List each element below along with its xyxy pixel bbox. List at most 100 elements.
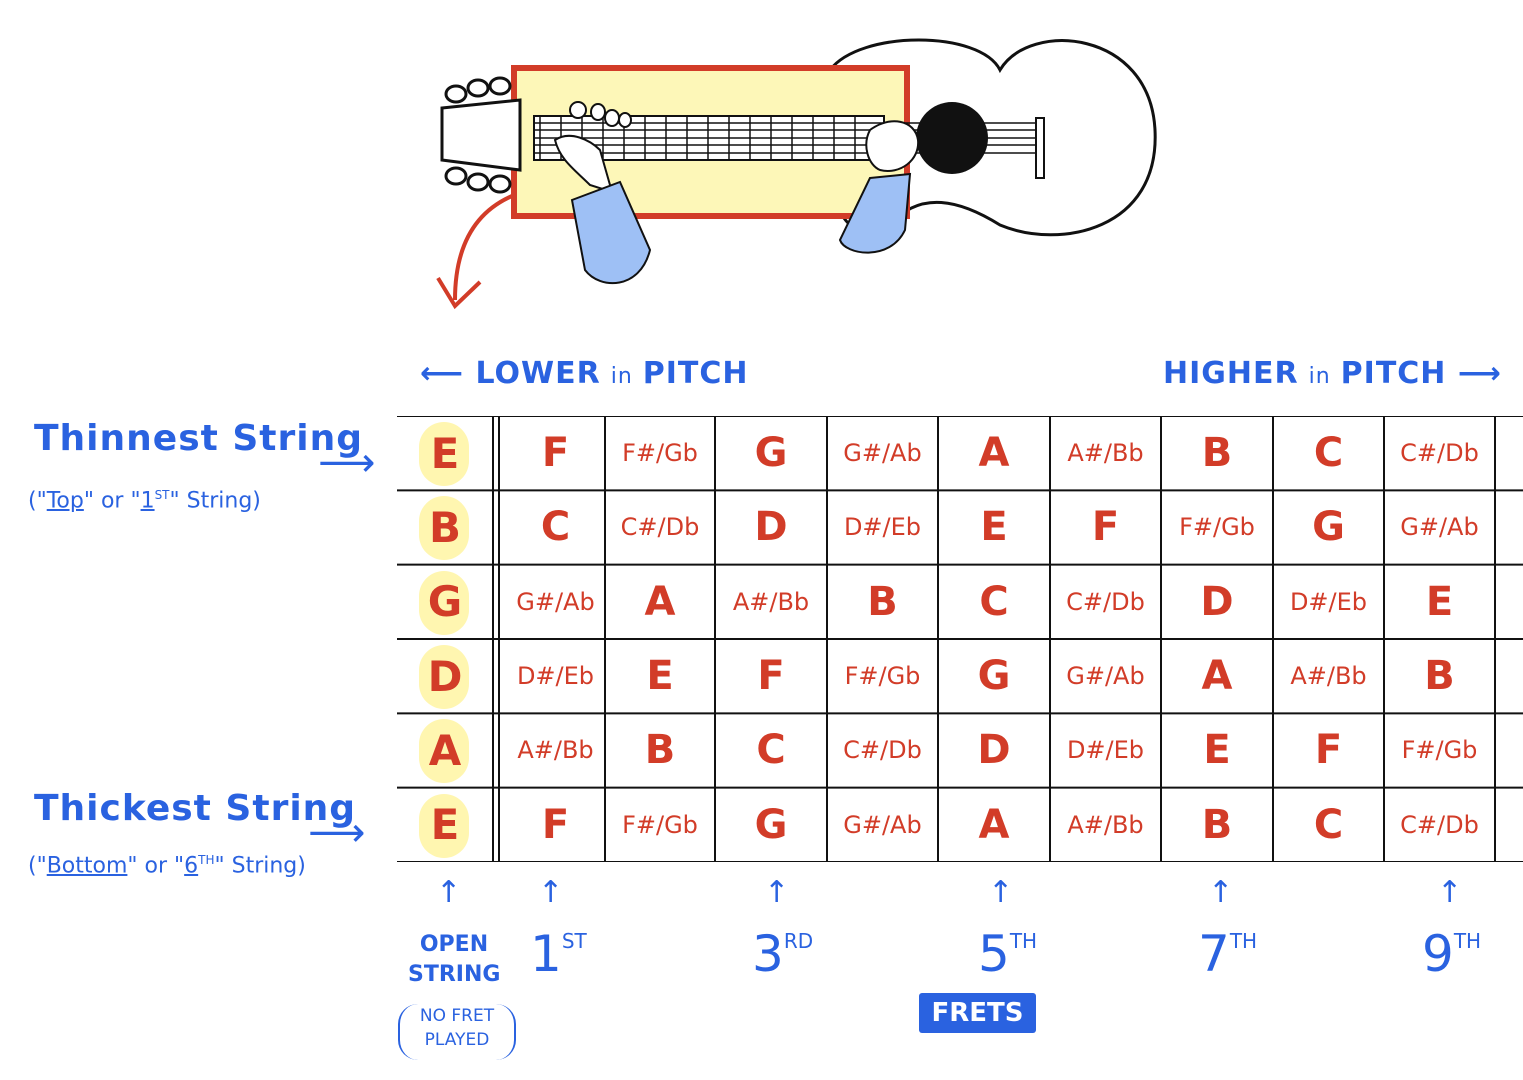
thinnest-sub-mid: " or " xyxy=(83,488,141,514)
fret-number-suffix: TH xyxy=(1009,929,1038,953)
note-cell: C#/Db xyxy=(1066,587,1145,616)
sound-hole xyxy=(916,102,988,174)
note-cell: F xyxy=(541,801,570,848)
lower-pitch-word: Pitch xyxy=(642,356,749,391)
note-cell: C xyxy=(756,727,786,774)
note-cell: A#/Bb xyxy=(1290,662,1367,691)
fret-up-arrow-icon: ↑ xyxy=(538,875,564,910)
fret-number-suffix: ST xyxy=(561,929,587,953)
fret-number-digit: 7 xyxy=(1198,925,1230,983)
open-note-highlight xyxy=(419,570,469,635)
note-cell: E xyxy=(1425,578,1454,625)
open-note: E xyxy=(430,800,460,850)
note-cell: C xyxy=(979,578,1009,625)
note-cell: C#/Db xyxy=(1400,439,1479,468)
open-string-label: Open String xyxy=(408,930,500,990)
note-cell: G#/Ab xyxy=(843,810,922,839)
fret-number-digit: 5 xyxy=(978,925,1010,983)
no-fret-line2: Played xyxy=(424,1030,490,1050)
fret-number: 9TH xyxy=(1422,925,1481,983)
note-cell: C#/Db xyxy=(620,513,700,542)
thinnest-string-label: Thinnest String xyxy=(34,418,363,459)
note-cell: F#/Gb xyxy=(1401,736,1478,765)
note-cell: F xyxy=(757,653,785,700)
thinnest-sub-sup: ST xyxy=(154,488,170,502)
note-cell: A#/Bb xyxy=(517,736,594,765)
left-arrow-icon: ⟵ xyxy=(420,356,465,391)
right-hand xyxy=(865,120,920,172)
note-cell: B xyxy=(1424,653,1455,700)
open-string-line2: String xyxy=(408,962,501,987)
open-note: A xyxy=(428,725,462,775)
note-cell: F xyxy=(1314,727,1343,774)
note-cell: E xyxy=(646,653,674,700)
note-cell: D#/Eb xyxy=(1289,587,1368,616)
fret-number-suffix: RD xyxy=(783,929,814,953)
fret-up-arrow-icon: ↑ xyxy=(1437,875,1463,910)
thinnest-sub-open: (" xyxy=(28,488,47,514)
fret-number: 3RD xyxy=(752,925,813,983)
fret-up-arrow-icon: ↑ xyxy=(764,875,790,910)
no-fret-line1: No Fret xyxy=(419,1006,495,1026)
note-cell: G#/Ab xyxy=(1066,662,1145,691)
note-cell: D#/Eb xyxy=(1066,736,1145,765)
note-cell: G xyxy=(977,653,1011,700)
lower-word: Lower xyxy=(475,356,601,391)
note-cell: C xyxy=(1313,430,1344,477)
thickest-sub-end: " String) xyxy=(214,853,306,879)
fretboard-lines xyxy=(397,416,1523,862)
note-cell: F#/Gb xyxy=(622,439,698,468)
thickest-arrow-icon: ⟶ xyxy=(308,810,366,856)
fret-number: 7TH xyxy=(1198,925,1257,983)
note-cell: A xyxy=(978,430,1010,477)
thinnest-string-sub: ("Top" or "1ST" String) xyxy=(28,488,261,513)
higher-in-word: in xyxy=(1308,364,1331,389)
higher-pitch-word: Pitch xyxy=(1340,356,1447,391)
thinnest-sub-num: 1 xyxy=(140,488,155,514)
note-cell: D#/Eb xyxy=(843,513,922,542)
note-cell: B xyxy=(867,578,898,625)
higher-pitch-header: HigherinPitch ⟶ xyxy=(1163,356,1502,391)
open-note: B xyxy=(428,502,461,552)
thinnest-sub-word: Top xyxy=(46,488,84,514)
note-cell: C#/Db xyxy=(843,736,922,765)
note-cell: D#/Eb xyxy=(516,662,595,691)
left-sleeve xyxy=(570,180,652,284)
open-note-highlight xyxy=(419,422,469,486)
note-cell: B xyxy=(644,727,676,774)
note-cell: C xyxy=(1313,801,1344,848)
note-cell: D xyxy=(754,504,788,551)
open-note: E xyxy=(430,428,460,478)
note-cell: A xyxy=(978,801,1010,848)
note-cell: A xyxy=(1201,653,1233,700)
note-cell: G xyxy=(754,430,788,477)
note-cell: E xyxy=(980,504,1008,551)
fret-number-suffix: TH xyxy=(1453,929,1482,953)
note-cell: D xyxy=(1200,578,1234,625)
thickest-sub-num: 6 xyxy=(184,853,199,879)
note-cell: B xyxy=(1201,801,1233,848)
thinnest-sub-end: " String) xyxy=(169,488,261,514)
note-cell: A#/Bb xyxy=(1067,439,1144,468)
open-string-line1: Open xyxy=(419,932,489,957)
thickest-sub-open: (" xyxy=(28,853,47,879)
guitar-illustration xyxy=(436,38,1157,310)
open-note: G xyxy=(427,577,463,627)
thinnest-arrow-icon: ⟶ xyxy=(318,440,376,486)
note-cell: F xyxy=(1091,504,1120,551)
note-cell: A#/Bb xyxy=(1067,810,1144,839)
note-cell: F#/Gb xyxy=(622,810,698,839)
thickest-string-label: Thickest String xyxy=(34,788,357,829)
note-cell: D xyxy=(977,727,1011,774)
thickest-sub-word: Bottom xyxy=(46,853,128,879)
note-cell: G xyxy=(754,801,788,848)
right-sleeve xyxy=(838,172,912,254)
note-cell: G#/Ab xyxy=(516,587,595,616)
note-cell: F xyxy=(541,430,570,477)
note-cell: A#/Bb xyxy=(732,587,810,616)
fret-up-arrow-icon: ↑ xyxy=(1208,875,1234,910)
note-cell: G#/Ab xyxy=(843,439,922,468)
note-cell: C#/Db xyxy=(1400,810,1479,839)
lower-in-word: in xyxy=(610,364,633,389)
